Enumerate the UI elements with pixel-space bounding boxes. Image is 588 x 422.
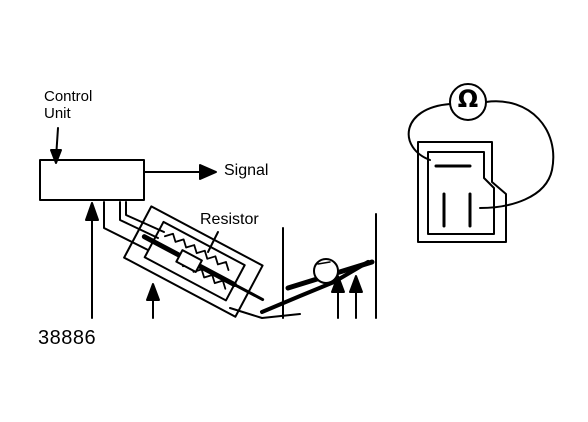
airflow-arrow-left — [146, 283, 160, 319]
resistor-pointer — [207, 231, 219, 253]
ohmmeter-lead-left — [407, 103, 451, 161]
control-unit-box — [39, 159, 145, 201]
connector-inner — [427, 151, 495, 235]
throttle-body — [282, 213, 377, 319]
wiper-contact — [175, 249, 203, 273]
control-unit — [39, 127, 145, 201]
control-unit-wires — [103, 201, 165, 251]
ohm-icon: Ω — [457, 85, 479, 113]
signal-label: Signal — [224, 162, 269, 179]
linkage-lower-edge — [229, 307, 301, 319]
throttle-linkage — [260, 260, 370, 314]
control-unit-pointer-head — [50, 149, 62, 164]
resistor-label: Resistor — [200, 211, 259, 228]
control-unit-label-line2: Unit — [44, 105, 71, 122]
airflow-arrow-center — [331, 275, 345, 319]
resistor-zigzag-upper — [164, 232, 230, 271]
control-unit-label-line1: Control — [44, 88, 93, 105]
ohmmeter-test — [407, 83, 555, 243]
signal-arrow — [144, 164, 217, 180]
ohmmeter-lead-right — [479, 100, 555, 209]
airflow-arrow-right — [349, 275, 363, 319]
figure-number: 38886 — [38, 327, 97, 349]
throttle-sensor-assembly — [123, 205, 265, 318]
throttle-shaft — [313, 258, 339, 284]
control-input-arrow — [85, 202, 99, 319]
connector-outer — [417, 141, 507, 243]
wiper-shaft — [232, 283, 265, 302]
